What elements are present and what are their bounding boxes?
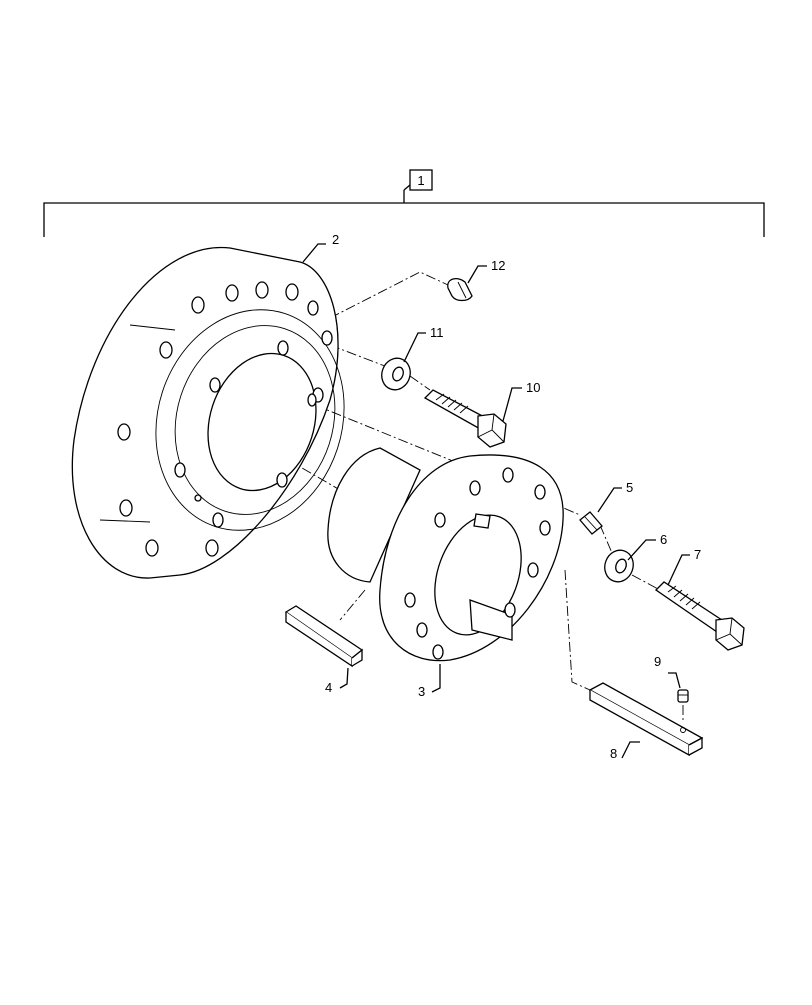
callout-4: 4 [325,680,332,695]
bolt-part-7 [654,581,745,651]
assembly-bracket: 1 [43,169,765,237]
key-part-4 [284,605,364,668]
grease-fitting-part-5 [579,511,603,535]
clip-part-12 [447,277,473,302]
callout-5: 5 [626,480,633,495]
callout-11: 11 [430,325,444,340]
leader-lines [302,243,690,759]
callout-6: 6 [660,532,667,547]
callout-3: 3 [418,684,425,699]
hub-part-3 [327,447,564,662]
callout-9: 9 [654,654,661,669]
callout-2: 2 [332,232,339,247]
flange-part-2 [71,246,345,579]
callout-8: 8 [610,746,617,761]
hex-bolt-part-10 [423,389,507,448]
washer-part-6 [604,549,634,583]
callout-10: 10 [526,380,540,395]
callout-labels: 2 3 4 5 6 7 8 9 10 11 12 [325,232,701,761]
set-screw-part-9 [677,689,689,703]
callout-12: 12 [491,258,505,273]
washer-part-11 [381,357,411,391]
callout-7: 7 [694,547,701,562]
key-part-8 [588,682,704,757]
assembly-label: 1 [417,173,424,188]
